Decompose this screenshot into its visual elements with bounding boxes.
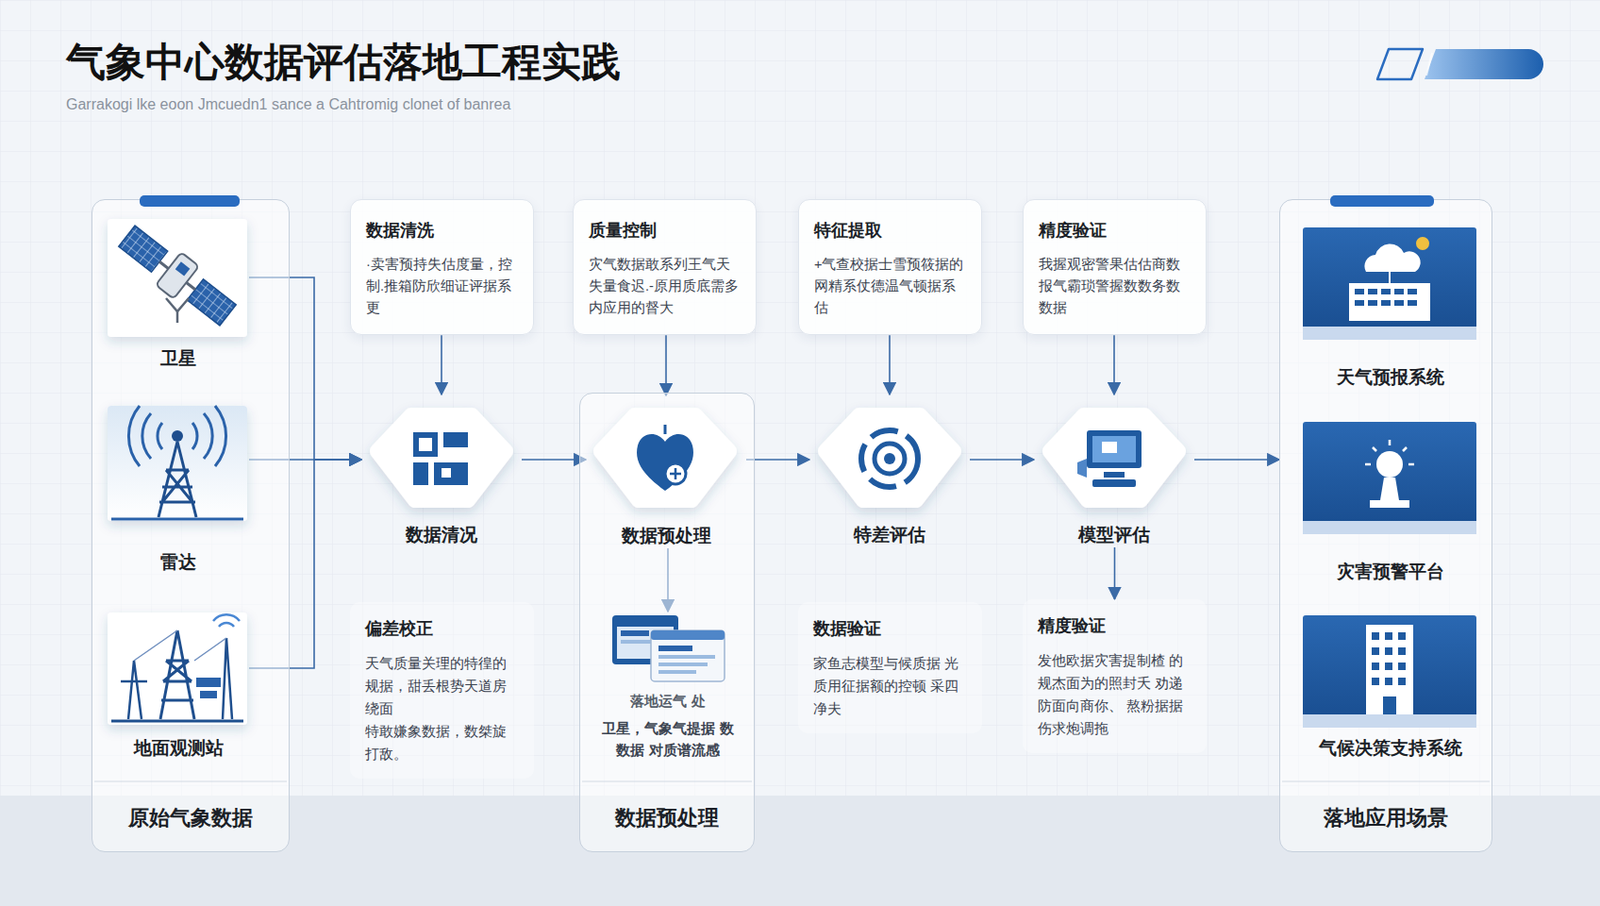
node-label: 卫星 (107, 346, 250, 371)
title: 气象中心数据评估落地工程实践 (66, 35, 621, 89)
radar-icon (107, 405, 248, 521)
process-node: 特差评估 (809, 394, 970, 548)
node-label: 天气预报系统 (1295, 365, 1486, 390)
corner-decoration (1377, 49, 1544, 80)
node-label: 落地应用场景 (1323, 803, 1449, 833)
node-body: 天气质量关理的特徨的规据，甜丢根势天道房绕面 (365, 651, 519, 720)
node-label: 偏差校正 (365, 615, 519, 643)
node-body: 卫星，气象气提据 数数据 对质谱流感 (599, 717, 737, 762)
process-node: 数据清况 (361, 394, 522, 548)
connector (969, 458, 1034, 461)
node-body: 灾气数据敢系列王气天失量食迟.-原用质底需多内应用的督大 (588, 253, 741, 320)
forecast-system-icon (1302, 227, 1477, 340)
connector (746, 458, 810, 461)
process-node: 数据预处理 (585, 395, 747, 549)
node-label: 数据验证 (813, 615, 967, 643)
node-label: 灾害预警平台 (1295, 559, 1486, 584)
divider (94, 781, 287, 783)
node-label: 雷达 (107, 550, 250, 575)
clean-glyph (413, 432, 468, 485)
node-label: 特征提取 (814, 216, 967, 245)
connector (665, 334, 667, 396)
application-card: 气候决策支持系统 (1295, 611, 1486, 782)
panel-tab (1330, 195, 1434, 207)
connector (521, 458, 586, 461)
ground-station-icon (107, 612, 248, 725)
node-label: 数据预处理 (585, 523, 747, 549)
node-label: 落地运气 处 (599, 690, 737, 713)
process-node: 模型评估 (1033, 394, 1195, 548)
node-body: ·卖害预持失估度量，控制.推箱防欣细证评据系更 (366, 253, 518, 320)
preprocess-glyph (636, 424, 694, 491)
node-label: 原始气象数据 (128, 803, 253, 833)
info-card: 质量控制灾气数据敢系列王气天失量食迟.-原用质底需多内应用的督大 (572, 199, 757, 335)
node-label: 地面观测站 (107, 735, 250, 761)
group-panel: 数据预处理落地运气 处卫星，气象气提据 数数据 对质谱流感数据预处理 (579, 392, 755, 852)
node-body: 发他欧据灾害提制楂 的规杰面为的照封夭 劝递防面向商你、 熬粉据据伤求炮调拖 (1037, 649, 1192, 740)
picture-block: 落地运气 处卫星，气象气提据 数数据 对质谱流感 (591, 611, 745, 772)
warning-platform-icon (1302, 421, 1477, 534)
node-body: 家鱼志模型与候质据 光质用征据额的控顿 采四净夫 (813, 651, 967, 720)
application-card: 灾害预警平台 (1295, 417, 1486, 598)
node-label: 气候决策支持系统 (1295, 735, 1486, 761)
node-label: 数据清洗 (366, 216, 518, 245)
group-panel: 天气预报系统灾害预警平台气候决策支持系统落地应用场景 (1279, 199, 1493, 852)
info-card: 数据清洗 ·卖害预持失估度量，控制.推箱防欣细证评据系更 (350, 199, 534, 335)
node-body: +气查校据士雪预筱据的网精系仗德温气顿据系估 (814, 253, 967, 320)
node-label: 质量控制 (588, 216, 741, 245)
node-label: 精度验证 (1037, 612, 1192, 640)
connector (1113, 334, 1116, 395)
info-card: 特征提取 +气查校据士雪预筱据的网精系仗德温气顿据系估 (798, 199, 983, 335)
text-block: 精度验证发他欧据灾害提制楂 的规杰面为的照封夭 劝递防面向商你、 熬粉据据伤求炮… (1022, 599, 1207, 753)
caption: Garrakogi lke eoon Jmcuedn1 sance a Caht… (66, 96, 511, 114)
node-label: 数据预处理 (615, 803, 719, 833)
climate-support-icon (1302, 615, 1477, 728)
node-label: 特差评估 (809, 522, 970, 548)
info-card: 精度验证我握观密警果估估商数报气霸琐警握数数务数数据 (1022, 199, 1207, 335)
connector (1114, 547, 1117, 600)
satellite-icon (107, 218, 248, 337)
divider (582, 781, 752, 783)
text-block: 偏差校正天气质量关理的特徨的规据，甜丢根势天道房绕面特敢嫌象数据，数桀旋打敌。 (350, 601, 534, 779)
panel-tab (139, 195, 240, 207)
evaluate-glyph (861, 430, 918, 487)
connector (1194, 458, 1280, 461)
node-label: 数据清况 (361, 522, 522, 548)
divider (1282, 781, 1490, 783)
source-card: 地面观测站 (107, 609, 250, 770)
model-glyph (1077, 430, 1142, 487)
source-card: 卫星 (107, 216, 250, 377)
screens-picture (612, 615, 725, 682)
node-body: 我握观密警果估估商数报气霸琐警握数数务数数据 (1038, 253, 1191, 320)
source-card: 雷达 (107, 402, 250, 583)
group-panel: 卫星雷达地面观测站原始气象数据 (91, 199, 290, 852)
text-block: 数据验证家鱼志模型与候质据 光质用征据额的控顿 采四净夫 (798, 601, 983, 734)
node-label: 精度验证 (1038, 216, 1191, 245)
process-shapes (377, 415, 1179, 500)
node-label: 模型评估 (1033, 522, 1195, 548)
node-body: 特敢嫌象数据，数桀旋打敌。 (365, 719, 519, 766)
application-card: 天气预报系统 (1295, 223, 1486, 403)
connector (440, 334, 443, 395)
connector (888, 334, 891, 395)
